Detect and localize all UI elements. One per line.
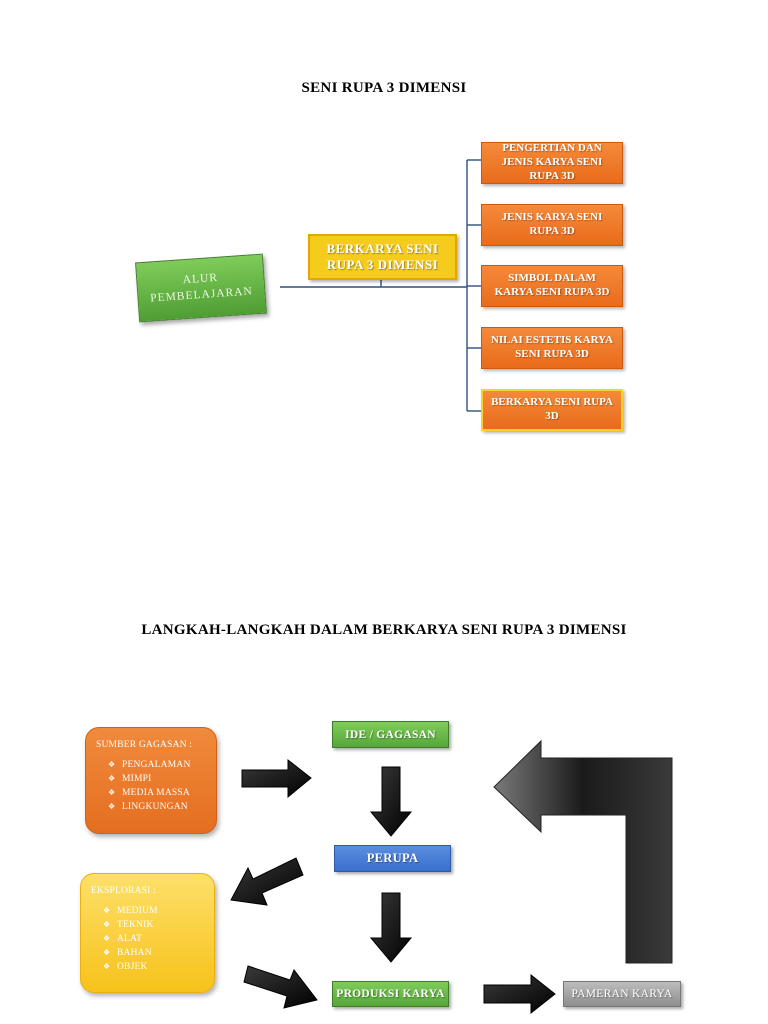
eksplorasi-card: EKSPLORASI : ❖MEDIUM ❖TEKNIK ❖ALAT ❖BAHA… xyxy=(80,873,215,993)
section-title-seni-rupa: SENI RUPA 3 DIMENSI xyxy=(301,80,467,96)
diamond-bullet-icon: ❖ xyxy=(108,774,116,783)
list-item: ❖BAHAN xyxy=(103,948,152,958)
arrow-return-icon xyxy=(493,739,673,964)
diamond-bullet-icon: ❖ xyxy=(103,934,111,943)
arrow-down-right-icon xyxy=(243,965,318,1009)
section-title-langkah: LANGKAH-LANGKAH DALAM BERKARYA SENI RUPA… xyxy=(141,622,627,638)
arrow-right-icon xyxy=(241,758,312,799)
arrow-down-icon xyxy=(369,892,413,963)
pameran-karya-box: PAMERAN KARYA xyxy=(563,981,681,1007)
list-item: ❖MEDIUM xyxy=(103,906,158,916)
sumber-gagasan-list: ❖PENGALAMAN ❖MIMPI ❖MEDIA MASSA ❖LINGKUN… xyxy=(96,758,206,814)
topic-node-1: PENGERTIAN DAN JENIS KARYA SENI RUPA 3D xyxy=(481,142,623,184)
diamond-bullet-icon: ❖ xyxy=(103,948,111,957)
arrow-down-left-icon xyxy=(230,857,304,906)
list-item: ❖OBJEK xyxy=(103,962,148,972)
perupa-box: PERUPA xyxy=(334,845,451,872)
arrow-right-icon xyxy=(483,973,556,1015)
list-item: ❖MIMPI xyxy=(108,774,152,784)
diamond-bullet-icon: ❖ xyxy=(103,920,111,929)
list-item: ❖ALAT xyxy=(103,934,143,944)
diamond-bullet-icon: ❖ xyxy=(108,802,116,811)
diamond-bullet-icon: ❖ xyxy=(103,906,111,915)
arrow-down-icon xyxy=(369,766,413,837)
produksi-karya-box: PRODUKSI KARYA xyxy=(332,981,449,1007)
topic-node-5: BERKARYA SENI RUPA 3D xyxy=(481,389,623,431)
diamond-bullet-icon: ❖ xyxy=(108,788,116,797)
list-item: ❖TEKNIK xyxy=(103,920,154,930)
eksplorasi-list: ❖MEDIUM ❖TEKNIK ❖ALAT ❖BAHAN ❖OBJEK xyxy=(91,904,204,974)
diamond-bullet-icon: ❖ xyxy=(103,962,111,971)
eksplorasi-heading: EKSPLORASI : xyxy=(91,886,156,896)
sumber-gagasan-heading: SUMBER GAGASAN : xyxy=(96,740,193,750)
topic-node-4: NILAI ESTETIS KARYA SENI RUPA 3D xyxy=(481,327,623,369)
list-item: ❖MEDIA MASSA xyxy=(108,788,190,798)
list-item: ❖PENGALAMAN xyxy=(108,760,191,770)
topic-node-2: JENIS KARYA SENI RUPA 3D xyxy=(481,204,623,246)
ide-gagasan-box: IDE / GAGASAN xyxy=(332,721,449,748)
berkarya-main-node: BERKARYA SENI RUPA 3 DIMENSI xyxy=(308,234,457,280)
sumber-gagasan-card: SUMBER GAGASAN : ❖PENGALAMAN ❖MIMPI ❖MED… xyxy=(85,727,217,834)
topic-node-3: SIMBOL DALAM KARYA SENI RUPA 3D xyxy=(481,265,623,307)
diamond-bullet-icon: ❖ xyxy=(108,760,116,769)
list-item: ❖LINGKUNGAN xyxy=(108,802,188,812)
